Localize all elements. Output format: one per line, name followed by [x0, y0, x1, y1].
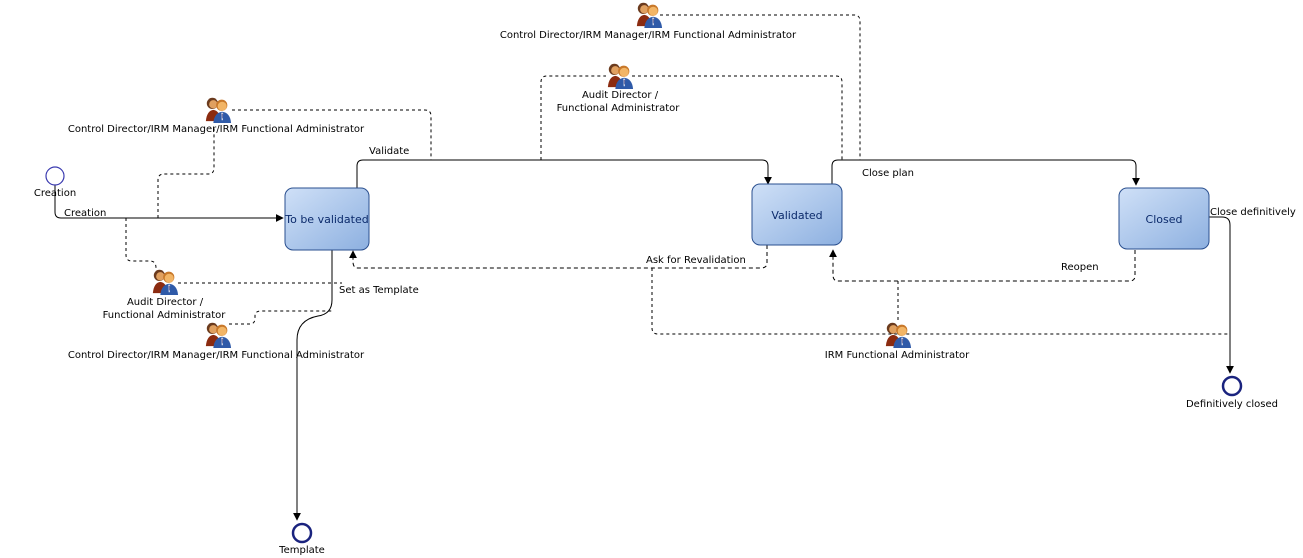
- transition-close-plan-line: [831, 159, 1140, 186]
- transition-reopen-label: Reopen: [1061, 262, 1099, 273]
- actor-link-validate-1: [157, 128, 215, 218]
- user-group-icon[interactable]: [205, 97, 232, 123]
- actor-audit-director-tbv-line2: Functional Administrator: [103, 310, 227, 321]
- user-group-icon[interactable]: [885, 322, 912, 348]
- transition-close-definitively-label: Close definitively: [1210, 207, 1296, 218]
- actor-link-template: [229, 310, 332, 325]
- transition-creation-line: [54, 180, 284, 222]
- transition-close-plan-label: Close plan: [862, 168, 914, 179]
- state-closed-label: Closed: [1146, 213, 1183, 226]
- state-validated-label: Validated: [771, 209, 822, 222]
- user-group-icon[interactable]: [636, 2, 663, 28]
- actor-close-plan-label: Control Director/IRM Manager/IRM Functio…: [500, 30, 797, 41]
- actor-validate-label: Control Director/IRM Manager/IRM Functio…: [68, 124, 365, 135]
- start-event-creation[interactable]: [45, 166, 65, 186]
- actor-audit-director-validated-line2: Functional Administrator: [557, 103, 681, 114]
- transition-set-as-template-line: [293, 250, 333, 521]
- state-to-be-validated[interactable]: To be validated: [284, 187, 370, 251]
- user-group-icon[interactable]: [152, 269, 179, 295]
- end-event-template[interactable]: [291, 522, 313, 544]
- transition-set-as-template-label: Set as Template: [339, 285, 419, 296]
- end-event-definitively-closed-label: Definitively closed: [1186, 399, 1278, 410]
- actor-link-audit-validated-2: [632, 75, 843, 160]
- actor-audit-director-tbv-line1: Audit Director /: [127, 297, 204, 308]
- actor-template-label: Control Director/IRM Manager/IRM Functio…: [68, 350, 365, 361]
- transition-validate-label: Validate: [369, 146, 409, 157]
- end-event-template-label: Template: [278, 545, 325, 556]
- transition-creation-label: Creation: [64, 208, 106, 219]
- user-group-icon[interactable]: [205, 322, 232, 348]
- transition-ask-for-revalidation-label: Ask for Revalidation: [646, 255, 746, 266]
- actor-audit-director-validated-line1: Audit Director /: [582, 90, 659, 101]
- transition-close-definitively-line: [1209, 216, 1234, 374]
- actor-link-validate-2: [232, 109, 432, 160]
- actor-irm-admin-label: IRM Functional Administrator: [825, 350, 970, 361]
- state-to-be-validated-label: To be validated: [284, 213, 368, 226]
- state-validated[interactable]: Validated: [751, 183, 843, 246]
- transition-validate-line: [356, 159, 772, 188]
- transition-reopen-line: [829, 249, 1136, 282]
- actor-link-audit-tbv-1: [125, 218, 157, 269]
- transition-ask-for-revalidation-line: [349, 245, 768, 269]
- actor-link-close-plan: [660, 14, 861, 160]
- start-event-label: Creation: [34, 188, 76, 199]
- actor-link-irm-admin-1: [651, 268, 1230, 335]
- end-event-definitively-closed[interactable]: [1221, 375, 1243, 397]
- state-closed[interactable]: Closed: [1118, 187, 1210, 250]
- actor-link-audit-validated-1: [540, 75, 606, 160]
- user-group-icon[interactable]: [607, 63, 634, 89]
